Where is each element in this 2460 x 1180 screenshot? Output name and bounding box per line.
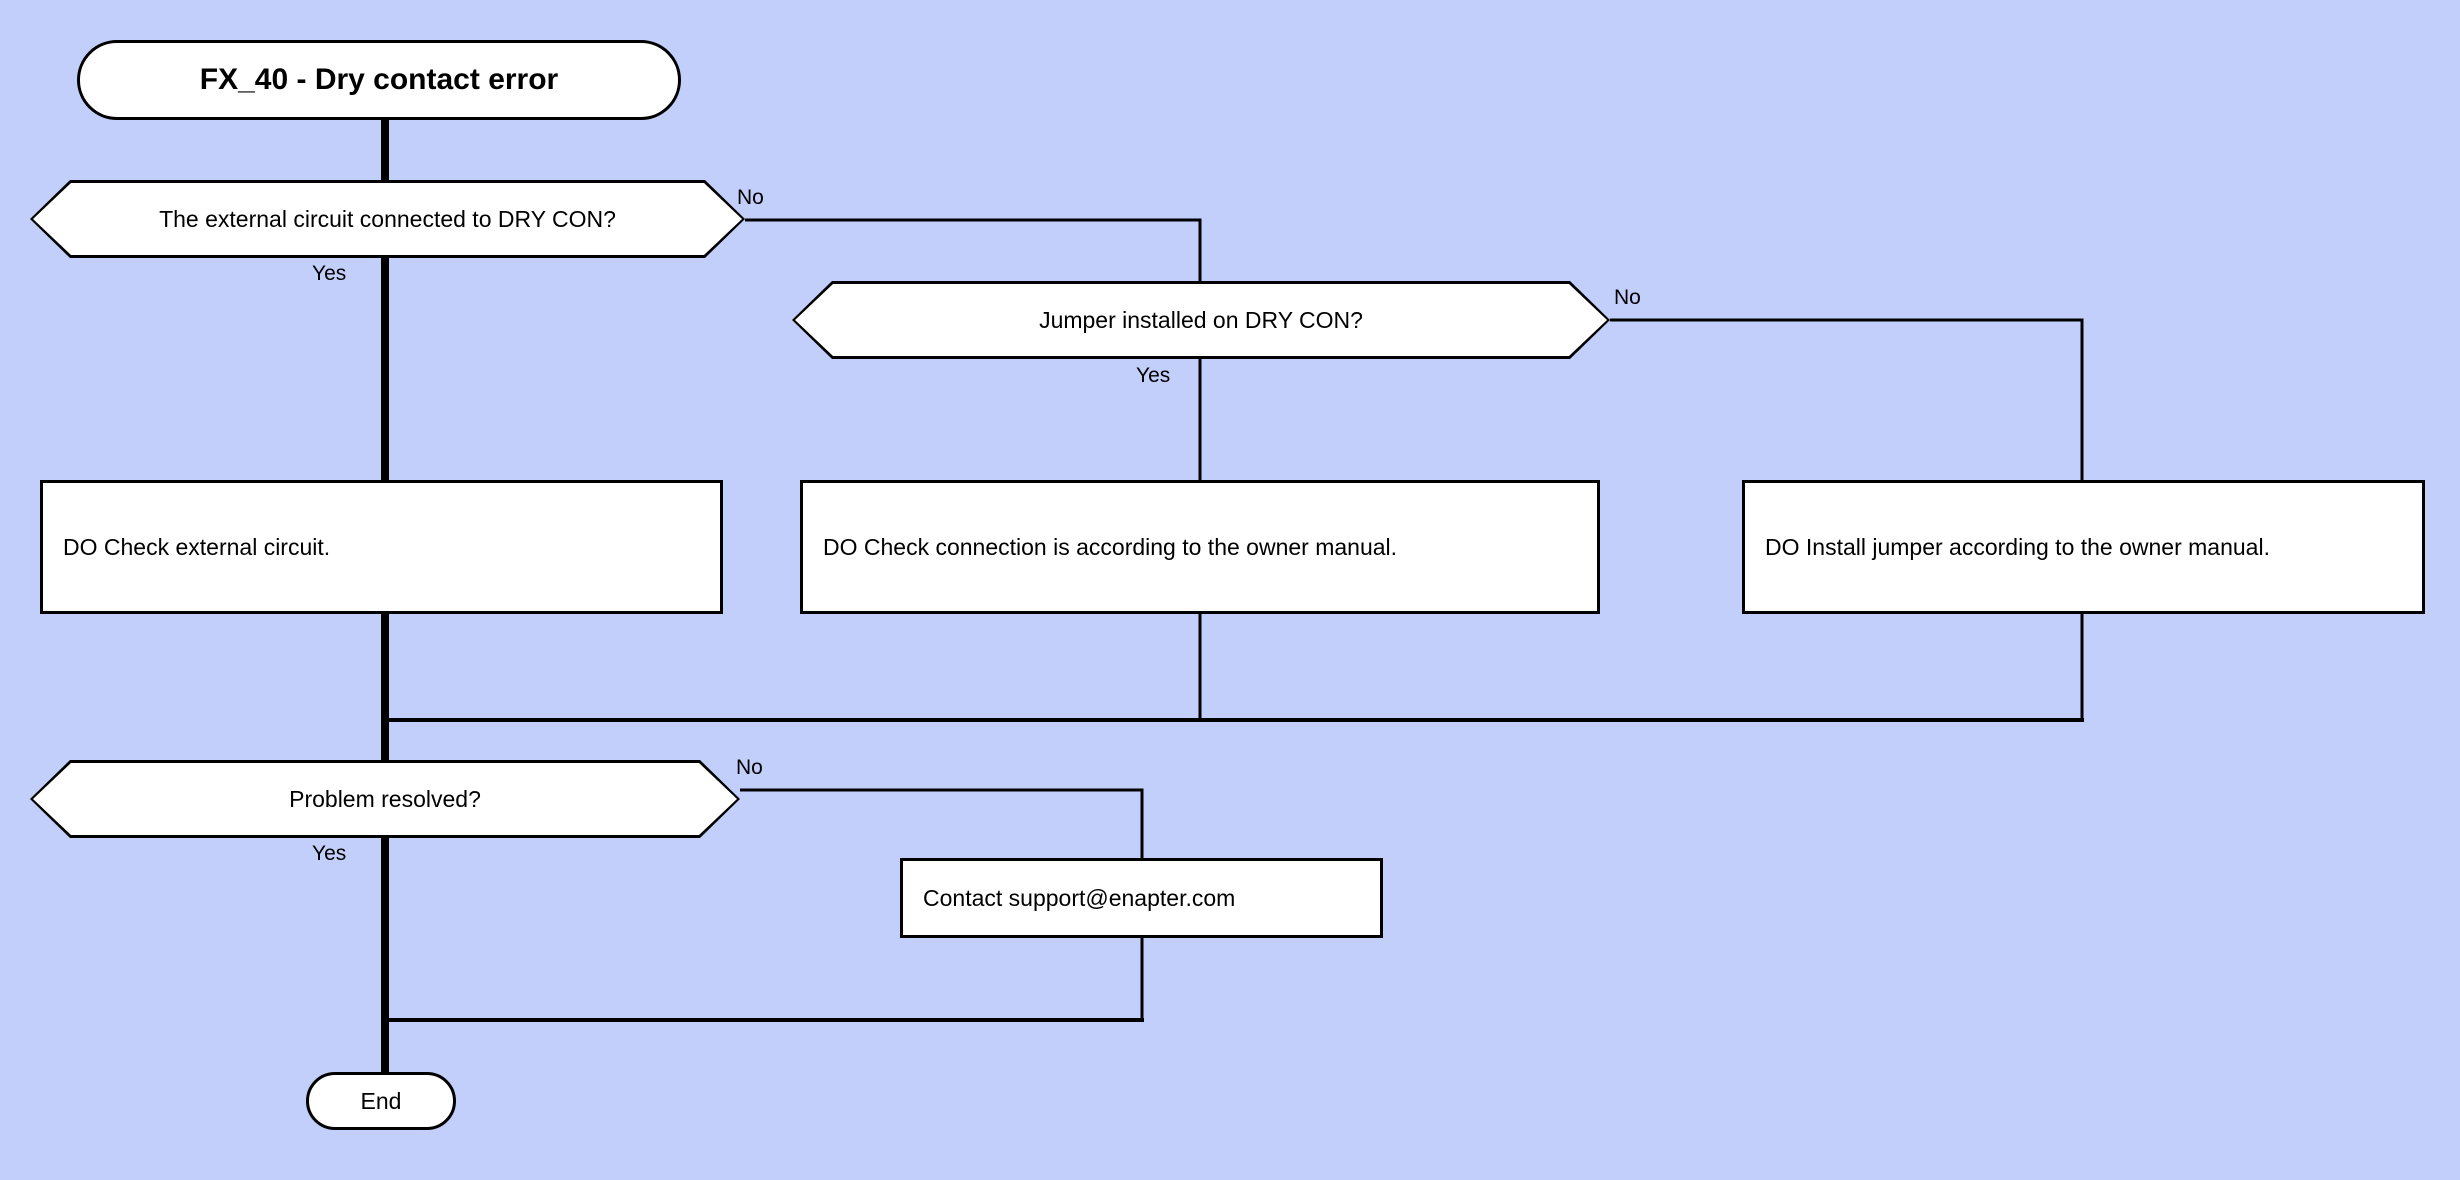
node-action2-label: DO Check connection is according to the … (823, 533, 1398, 560)
node-support-label: Contact support@enapter.com (923, 884, 1236, 911)
edge-label-d2-yes: Yes (1136, 364, 1171, 387)
node-decision-jumper-installed[interactable]: Jumper installed on DRY CON? (792, 281, 1610, 359)
node-action-check-external-circuit[interactable]: DO Check external circuit. (40, 480, 723, 614)
edge-label-d3-no: No (736, 756, 763, 779)
edge-label-d1-yes: Yes (312, 262, 347, 285)
node-decision-external-circuit[interactable]: The external circuit connected to DRY CO… (30, 180, 745, 258)
node-end-label: End (360, 1087, 402, 1114)
node-decision3-label: Problem resolved? (289, 785, 481, 812)
node-decision3-inner: Problem resolved? (33, 763, 737, 835)
node-decision1-inner: The external circuit connected to DRY CO… (33, 183, 742, 255)
node-action-contact-support[interactable]: Contact support@enapter.com (900, 858, 1383, 938)
edge-label-d2-no: No (1614, 286, 1641, 309)
node-decision-problem-resolved[interactable]: Problem resolved? (30, 760, 740, 838)
node-action-check-connection[interactable]: DO Check connection is according to the … (800, 480, 1600, 614)
node-action-install-jumper[interactable]: DO Install jumper according to the owner… (1742, 480, 2425, 614)
node-decision1-label: The external circuit connected to DRY CO… (159, 205, 616, 232)
node-action1-label: DO Check external circuit. (63, 533, 331, 560)
node-action3-label: DO Install jumper according to the owner… (1765, 533, 2270, 560)
node-decision2-inner: Jumper installed on DRY CON? (795, 284, 1607, 356)
node-start-terminator[interactable]: FX_40 - Dry contact error (77, 40, 681, 120)
edge-d1-no-to-d2 (745, 218, 1202, 282)
edge-d2-no-to-action3 (1610, 318, 2084, 482)
edge-label-d1-no: No (737, 186, 764, 209)
node-end-terminator[interactable]: End (306, 1072, 456, 1130)
edge-d3-no-to-support (740, 788, 1144, 860)
node-decision2-label: Jumper installed on DRY CON? (1039, 306, 1363, 333)
node-start-label: FX_40 - Dry contact error (199, 63, 559, 96)
edge-label-d3-yes: Yes (312, 842, 347, 865)
